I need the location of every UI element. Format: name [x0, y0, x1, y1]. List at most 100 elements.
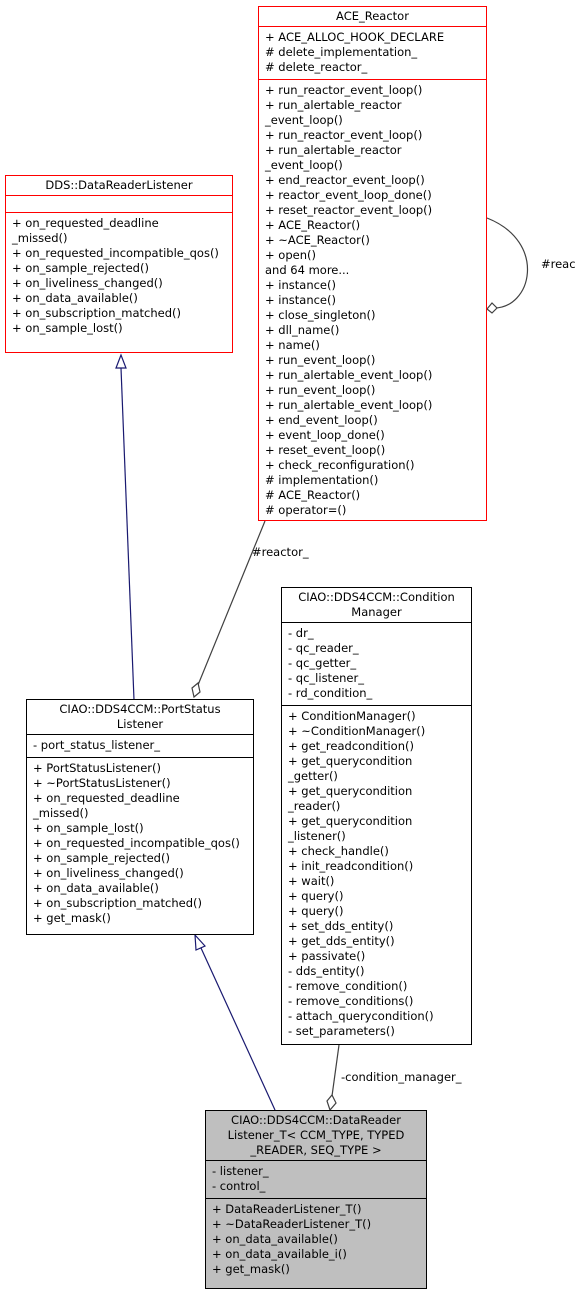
method-entry: + run_reactor_event_loop(): [265, 128, 423, 142]
attribute-entry: # delete_reactor_: [265, 60, 368, 74]
method-entry: - dds_entity(): [288, 964, 365, 978]
method-entry: _reader(): [288, 799, 341, 813]
method-entry: + run_alertable_reactor: [265, 143, 402, 157]
method-entry: # operator=(): [265, 503, 347, 517]
class-name: DDS::DataReaderListener: [6, 176, 232, 195]
class-name-line: Manager: [351, 605, 402, 619]
methods-section: + on_requested_deadline_missed()+ on_req…: [6, 212, 232, 340]
attributes-section: + ACE_ALLOC_HOOK_DECLARE# delete_impleme…: [259, 26, 486, 79]
method-entry: + on_liveliness_changed(): [12, 276, 163, 290]
attribute-entry: - qc_getter_: [288, 656, 357, 670]
method-entry: + check_reconfiguration(): [265, 458, 415, 472]
methods-section: + PortStatusListener()+ ~PortStatusListe…: [27, 757, 253, 930]
class-name-line: ACE_Reactor: [336, 9, 409, 23]
method-entry: + on_sample_rejected(): [33, 851, 170, 865]
method-entry: + get_dds_entity(): [288, 934, 395, 948]
class-name: ACE_Reactor: [259, 7, 486, 26]
method-entry: + on_requested_deadline: [12, 216, 159, 230]
method-entry: _event_loop(): [265, 158, 343, 172]
method-entry: + on_subscription_matched(): [33, 896, 202, 910]
methods-section: + run_reactor_event_loop()+ run_alertabl…: [259, 79, 486, 522]
attributes-section: - port_status_listener_: [27, 734, 253, 757]
aggregation-edge-reactor-to-portstatus: [197, 520, 266, 686]
attributes-section: - listener_- control_: [206, 1160, 426, 1198]
attribute-entry: - qc_listener_: [288, 671, 364, 685]
method-entry: + query(): [288, 904, 344, 918]
method-entry: + query(): [288, 889, 344, 903]
method-entry: + open(): [265, 248, 316, 262]
method-entry: + set_dds_entity(): [288, 919, 394, 933]
method-entry: + run_alertable_event_loop(): [265, 398, 433, 412]
method-entry: + end_event_loop(): [265, 413, 378, 427]
inheritance-edge-datareaderlistener-to-portstatus: [200, 947, 276, 1111]
method-entry: + ACE_Reactor(): [265, 218, 361, 232]
attribute-entry: - listener_: [212, 1164, 269, 1178]
method-entry: + reset_reactor_event_loop(): [265, 203, 433, 217]
class-name-line: Listener: [116, 717, 164, 731]
method-entry: + get_querycondition: [288, 754, 413, 768]
method-entry: _missed(): [33, 806, 89, 820]
class-name-line: DDS::DataReaderListener: [45, 178, 193, 192]
aggregation-edge-conditionmanager-to-datareaderlistener: [331, 1044, 340, 1097]
method-entry: + on_subscription_matched(): [12, 306, 181, 320]
method-entry: + ~PortStatusListener(): [33, 776, 171, 790]
method-entry: + init_readcondition(): [288, 859, 414, 873]
method-entry: + ~ConditionManager(): [288, 724, 426, 738]
method-entry: + passivate(): [288, 949, 366, 963]
method-entry: + instance(): [265, 293, 336, 307]
method-entry: + PortStatusListener(): [33, 761, 161, 775]
method-entry: + run_reactor_event_loop(): [265, 83, 423, 97]
method-entry: _getter(): [288, 769, 338, 783]
method-entry: + close_singleton(): [265, 308, 376, 322]
class-name-line: CIAO::DDS4CCM::DataReader: [231, 1113, 401, 1127]
method-entry: + on_data_available(): [12, 291, 138, 305]
inheritance-edge-portstatus-to-ddslistener: [120, 367, 135, 701]
aggregation-diamond-datareaderlistener: [326, 1093, 337, 1112]
method-entry: + ~ACE_Reactor(): [265, 233, 370, 247]
method-entry: + ConditionManager(): [288, 709, 416, 723]
inheritance-arrowhead-ddslistener: [115, 353, 127, 369]
method-entry: + get_querycondition: [288, 814, 413, 828]
method-entry: _missed(): [12, 231, 68, 245]
method-entry: + get_readcondition(): [288, 739, 414, 753]
method-entry: + get_mask(): [212, 1262, 290, 1276]
class-name-line: CIAO::DDS4CCM::PortStatus: [59, 702, 221, 716]
aggregation-diamond-reactor-self: [486, 302, 498, 314]
method-entry: + DataReaderListener_T(): [212, 1202, 362, 1216]
method-entry: _listener(): [288, 829, 346, 843]
method-entry: - attach_querycondition(): [288, 1009, 434, 1023]
method-entry: + get_querycondition: [288, 784, 413, 798]
attribute-entry: # delete_implementation_: [265, 45, 418, 59]
method-entry: + run_alertable_event_loop(): [265, 368, 433, 382]
class-dds-datareaderlistener[interactable]: DDS::DataReaderListener+ on_requested_de…: [5, 175, 233, 353]
methods-section: + ConditionManager()+ ~ConditionManager(…: [282, 705, 471, 1043]
method-entry: + dll_name(): [265, 323, 340, 337]
class-name-line: CIAO::DDS4CCM::Condition: [298, 590, 455, 604]
method-entry: and 64 more...: [265, 263, 350, 277]
method-entry: + run_event_loop(): [265, 353, 376, 367]
attribute-entry: - rd_condition_: [288, 686, 373, 700]
inheritance-arrowhead-portstatus: [194, 933, 207, 951]
method-entry: - set_parameters(): [288, 1024, 395, 1038]
method-entry: + on_sample_lost(): [33, 821, 144, 835]
attributes-section: [6, 195, 232, 212]
attribute-entry: - port_status_listener_: [33, 738, 161, 752]
method-entry: _event_loop(): [265, 113, 343, 127]
method-entry: + on_requested_incompatible_qos(): [33, 836, 240, 850]
attribute-entry: + ACE_ALLOC_HOOK_DECLARE: [265, 30, 445, 44]
aggregation-diamond-portstatus: [191, 681, 201, 699]
attribute-entry: - dr_: [288, 626, 314, 640]
method-entry: - remove_condition(): [288, 979, 408, 993]
edge-label-reactor-portstatus: #reactor_: [252, 545, 309, 559]
method-entry: + on_requested_deadline: [33, 791, 180, 805]
class-ace-reactor[interactable]: ACE_Reactor+ ACE_ALLOC_HOOK_DECLARE# del…: [258, 6, 487, 521]
method-entry: + on_sample_lost(): [12, 321, 123, 335]
method-entry: + on_requested_incompatible_qos(): [12, 246, 219, 260]
